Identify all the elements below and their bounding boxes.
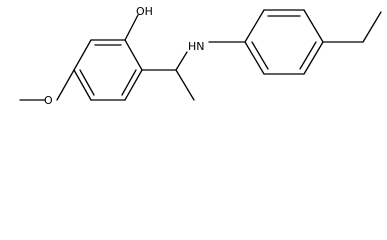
ring-bond: [244, 41, 265, 75]
hydroxyl-label: OH: [136, 5, 153, 18]
methyl-bond: [175, 69, 195, 101]
methoxy-oxygen-label: O: [44, 94, 53, 107]
amine-bond: [175, 51, 188, 71]
ring-bond: [124, 69, 143, 101]
methoxy-bond: [56, 69, 75, 101]
ring-bond: [244, 9, 265, 43]
ring-double-bond: [299, 41, 317, 70]
ethyl-bond: [362, 11, 382, 43]
ring-double-bond: [121, 69, 137, 96]
molecule-diagram: OH O HN: [19, 5, 382, 107]
ring-double-bond: [79, 69, 95, 96]
ring-double-bond: [251, 41, 269, 70]
amine-label: HN: [188, 40, 205, 53]
ring-bond: [73, 39, 92, 71]
phenol-ring: [73, 39, 143, 101]
ring-bond: [73, 69, 92, 101]
hydroxyl-bond: [124, 14, 139, 41]
ring-bond: [303, 41, 324, 75]
ethylphenyl-ring: [244, 9, 324, 75]
ring-bond: [303, 9, 324, 43]
ring-bond: [124, 39, 143, 71]
